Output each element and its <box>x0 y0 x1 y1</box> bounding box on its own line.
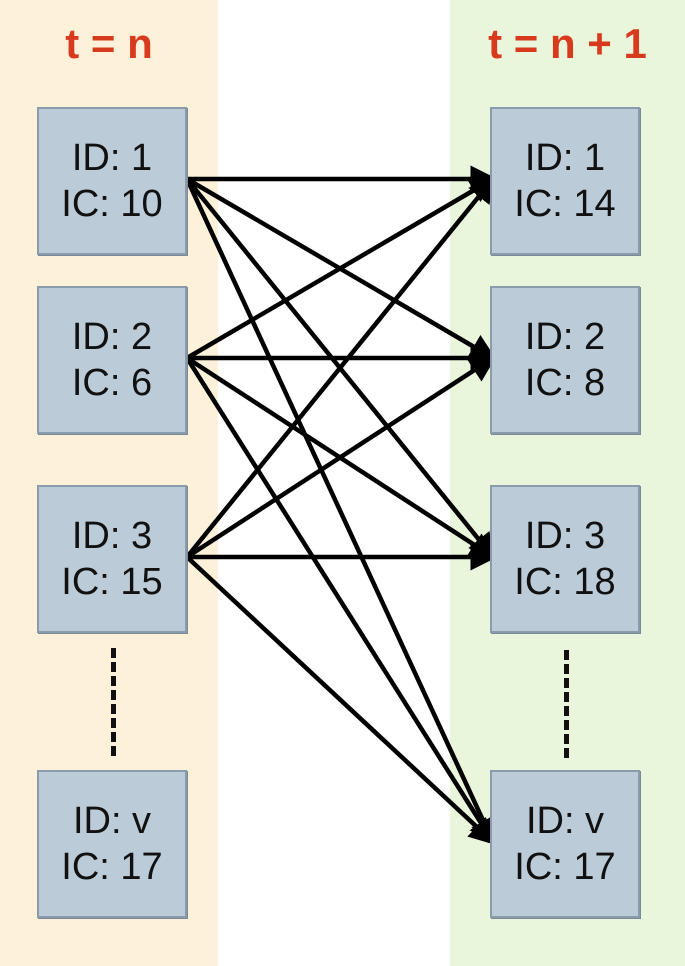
node-ic-text: IC: 18 <box>514 561 616 603</box>
node-ic-text: IC: 6 <box>71 362 153 404</box>
edge-1-to-4 <box>184 178 496 847</box>
node-left-id-3: ID: 3 IC: 15 <box>37 485 187 633</box>
node-right-id-1: ID: 1 IC: 14 <box>490 107 640 255</box>
left-ellipsis-dashes <box>111 648 116 756</box>
edge-3-to-1 <box>185 175 496 559</box>
node-ic-text: IC: 17 <box>514 846 616 888</box>
time-label-t-n: t = n <box>65 20 153 67</box>
node-id-text: ID: 1 <box>524 137 606 179</box>
node-id-text: ID: 1 <box>71 137 153 179</box>
node-ic-text: IC: 8 <box>524 362 606 404</box>
node-id-text: ID: 3 <box>524 515 606 557</box>
node-id-text: ID: 2 <box>71 316 153 358</box>
right-ellipsis-dashes <box>564 650 569 758</box>
node-left-id-v: ID: v IC: 17 <box>37 770 187 918</box>
node-left-id-2: ID: 2 IC: 6 <box>37 286 187 434</box>
node-right-id-v: ID: v IC: 17 <box>490 770 640 918</box>
node-right-id-3: ID: 3 IC: 18 <box>490 485 640 633</box>
node-ic-text: IC: 14 <box>514 183 616 225</box>
node-id-text: ID: v <box>72 800 152 842</box>
edge-2-to-4 <box>185 356 496 846</box>
node-left-id-1: ID: 1 IC: 10 <box>37 107 187 255</box>
node-id-text: ID: v <box>525 800 605 842</box>
edge-2-to-1 <box>185 176 497 360</box>
node-ic-text: IC: 17 <box>61 846 163 888</box>
time-label-t-n-plus-1: t = n + 1 <box>488 20 647 67</box>
node-ic-text: IC: 10 <box>61 183 163 225</box>
node-id-text: ID: 3 <box>71 515 153 557</box>
edge-3-to-4 <box>185 555 497 846</box>
node-right-id-2: ID: 2 IC: 8 <box>490 286 640 434</box>
node-id-text: ID: 2 <box>524 316 606 358</box>
edge-3-to-2 <box>185 355 497 559</box>
node-ic-text: IC: 15 <box>61 561 163 603</box>
